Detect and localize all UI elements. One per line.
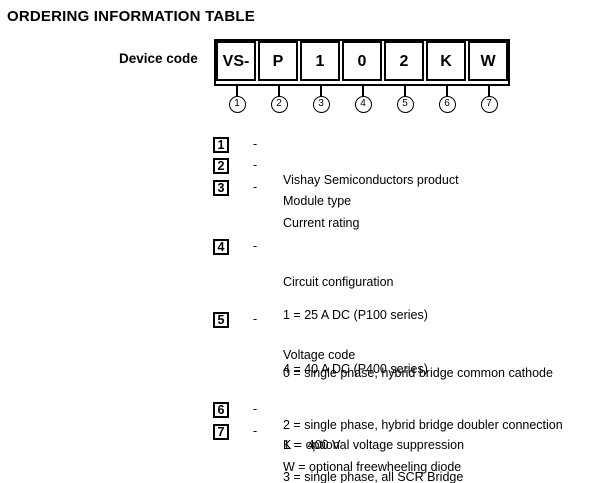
position-circle: 2 (270, 96, 288, 113)
legend-dash: - (253, 402, 258, 416)
device-code-segment-freewheel: W (468, 41, 508, 81)
legend-text: Voltage code (283, 348, 356, 362)
device-code-segment-voltage: 2 (384, 41, 424, 81)
legend-dash: - (253, 158, 258, 172)
page-title: ORDERING INFORMATION TABLE (7, 8, 255, 25)
position-circle: 1 (228, 96, 246, 113)
device-code-segment-suppression: K (426, 41, 466, 81)
legend-number-box: 1 (213, 137, 229, 153)
legend-sub-option: 0 = single phase, hybrid bridge common c… (283, 366, 553, 380)
connector-line (320, 86, 322, 97)
connector-line (446, 86, 448, 97)
legend-number-box: 4 (213, 239, 229, 255)
connector-line (236, 86, 238, 97)
device-code-segment-module: P (258, 41, 298, 81)
legend-number-box: 3 (213, 180, 229, 196)
position-circle: 6 (438, 96, 456, 113)
legend-dash: - (253, 239, 258, 253)
legend-dash: - (253, 137, 258, 151)
legend-dash: - (253, 312, 258, 326)
position-circle: 3 (312, 96, 330, 113)
device-code-segment-circuit: 0 (342, 41, 382, 81)
legend-sub-option: 3 = single phase, all SCR Bridge (283, 470, 464, 483)
legend-sub-option: 2 = single phase, hybrid bridge doubler … (283, 418, 563, 432)
device-code-segment-prefix: VS- (216, 41, 256, 81)
connector-line (362, 86, 364, 97)
legend-number-box: 6 (213, 402, 229, 418)
legend-number-box: 7 (213, 424, 229, 440)
legend-sub-option: 4 = 40 A DC (P400 series) (283, 362, 428, 376)
legend-text: Circuit configuration (283, 275, 394, 289)
legend-number-box: 2 (213, 158, 229, 174)
legend-text: Module type (283, 194, 352, 208)
legend-dash: - (253, 180, 258, 194)
legend-text: Vishay Semiconductors product (283, 173, 459, 187)
legend-sub-option: 1 = 400 V (283, 438, 341, 452)
connector-line (488, 86, 490, 97)
device-code-table: VS- P 1 0 2 K W (214, 39, 510, 86)
position-circle: 5 (396, 96, 414, 113)
position-circle: 7 (480, 96, 498, 113)
legend-text: K = optional voltage suppression (283, 438, 465, 452)
connector-line (278, 86, 280, 97)
legend-number-box: 5 (213, 312, 229, 328)
legend-sub-option: 1 = 25 A DC (P100 series) (283, 308, 428, 322)
legend-text: W = optional freewheeling diode (283, 460, 462, 474)
legend-text: Current rating (283, 216, 360, 230)
legend-dash: - (253, 424, 258, 438)
device-code-segment-current: 1 (300, 41, 340, 81)
position-circle: 4 (354, 96, 372, 113)
device-code-label: Device code (119, 51, 198, 66)
connector-line (404, 86, 406, 97)
